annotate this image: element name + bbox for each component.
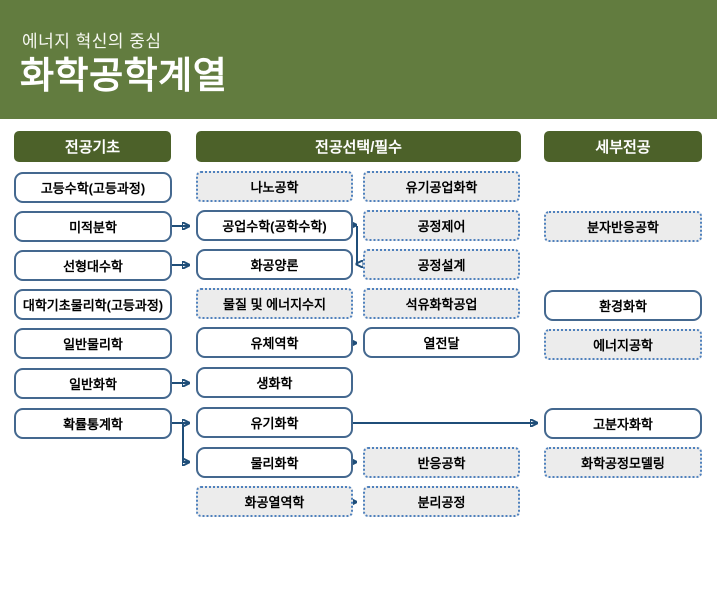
course-box-electives-left-4: 유체역학	[196, 327, 353, 358]
course-box-electives-left-8: 화공열역학	[196, 486, 353, 517]
course-box-basics-4: 일반물리학	[14, 328, 172, 359]
course-box-specialties-3: 고분자화학	[544, 408, 702, 439]
course-box-basics-1: 미적분학	[14, 211, 172, 242]
arrow-stats-to-physchem	[182, 423, 189, 462]
course-box-specialties-2: 에너지공학	[544, 329, 702, 360]
course-box-electives-left-7: 물리화학	[196, 447, 353, 478]
course-box-specialties-1: 환경화학	[544, 290, 702, 321]
course-box-basics-3: 대학기초물리학(고등과정)	[14, 289, 172, 320]
course-box-specialties-0: 분자반응공학	[544, 211, 702, 242]
column-header-basics: 전공기초	[14, 131, 171, 162]
course-box-electives-left-1: 공업수학(공학수학)	[196, 210, 353, 241]
column-header-electives: 전공선택/필수	[196, 131, 521, 162]
course-box-electives-right-3: 석유화학공업	[363, 288, 520, 319]
page-title: 화학공학계열	[20, 55, 228, 96]
course-box-electives-right-6: 분리공정	[363, 486, 520, 517]
course-box-electives-right-0: 유기공업화학	[363, 171, 520, 202]
course-box-electives-right-4: 열전달	[363, 327, 520, 358]
course-box-electives-left-3: 물질 및 에너지수지	[196, 288, 353, 319]
course-box-basics-0: 고등수학(고등과정)	[14, 172, 172, 203]
banner-subtitle: 에너지 혁신의 중심	[22, 32, 162, 51]
column-header-specialties: 세부전공	[544, 131, 702, 162]
course-box-electives-left-0: 나노공학	[196, 171, 353, 202]
banner: 에너지 혁신의 중심 화학공학계열	[0, 0, 717, 119]
course-box-specialties-4: 화학공정모델링	[544, 447, 702, 478]
course-box-basics-5: 일반화학	[14, 368, 172, 399]
course-box-electives-left-2: 화공양론	[196, 249, 353, 280]
course-box-basics-2: 선형대수학	[14, 250, 172, 281]
course-box-electives-right-5: 반응공학	[363, 447, 520, 478]
course-box-electives-right-2: 공정설계	[363, 249, 520, 280]
course-box-electives-left-6: 유기화학	[196, 407, 353, 438]
arrow-engmath-to-processdesign	[357, 226, 358, 264]
course-box-electives-right-1: 공정제어	[363, 210, 520, 241]
course-box-basics-6: 확률통계학	[14, 408, 172, 439]
course-box-electives-left-5: 생화학	[196, 367, 353, 398]
